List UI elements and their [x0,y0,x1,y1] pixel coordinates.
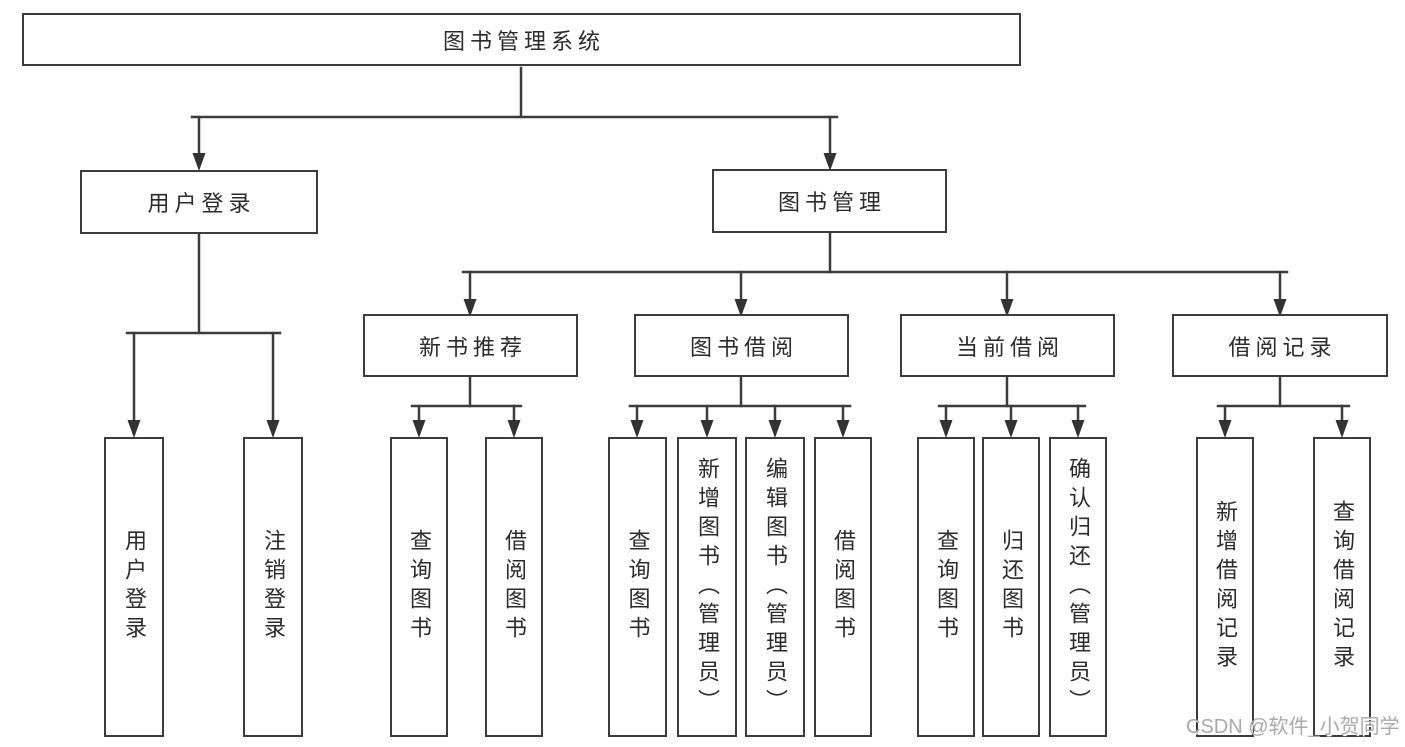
node-current-borrow: 当前借阅 [900,314,1115,377]
node-root-label: 图书管理系统 [442,28,605,54]
leaf-confirm-return-admin: 确认归还（管理员） [1049,437,1107,737]
leaf-add-borrow-record: 新增借阅记录 [1196,437,1254,737]
leaf-borrow-books-newbook: 借阅图书 [485,437,543,737]
arrow-down-icon [507,420,521,438]
arrow-down-icon [836,420,850,438]
arrow-down-icon [1000,299,1014,317]
arrow-down-icon [266,420,280,438]
leaf-query-books-current: 查询图书 [917,437,975,737]
leaf-user-login-label: 用户登录 [122,529,147,645]
leaf-query-borrow-record: 查询借阅记录 [1313,437,1371,737]
arrow-down-icon [1273,299,1287,317]
node-borrow-record-label: 借阅记录 [1228,334,1337,360]
leaf-edit-books-admin-label: 编辑图书（管理员） [763,456,788,718]
leaf-return-books: 归还图书 [982,437,1040,737]
arrow-down-icon [700,420,714,438]
leaf-edit-books-admin: 编辑图书（管理员） [745,437,805,737]
leaf-query-books-current-label: 查询图书 [934,529,959,645]
csdn-watermark: CSDN @软件_小贺同学 [1186,716,1400,738]
leaf-add-borrow-record-label: 新增借阅记录 [1213,500,1238,674]
arrow-down-icon [463,299,477,317]
node-book-management-label: 图书管理 [777,190,886,215]
leaf-user-login: 用户登录 [104,437,164,737]
leaf-query-books-newbook: 查询图书 [390,437,448,737]
arrow-down-icon [734,299,748,317]
leaf-query-books-newbook-label: 查询图书 [407,529,432,645]
leaf-borrow-books-newbook-label: 借阅图书 [502,529,527,645]
node-user-login: 用户登录 [80,170,318,234]
node-borrow-record: 借阅记录 [1172,314,1388,377]
leaf-add-books-admin: 新增图书（管理员） [677,437,737,737]
node-book-borrow-label: 图书借阅 [689,334,798,360]
arrow-down-icon [412,420,426,438]
arrow-down-icon [939,420,953,438]
arrow-down-icon [192,153,206,171]
node-book-management: 图书管理 [712,169,947,233]
leaf-query-books-borrow-label: 查询图书 [625,529,651,645]
node-root-system: 图书管理系统 [22,13,1021,66]
leaf-query-books-borrow: 查询图书 [608,437,667,737]
arrow-down-icon [768,420,782,438]
node-new-book-recommend-label: 新书推荐 [418,334,527,360]
leaf-return-books-label: 归还图书 [999,529,1024,645]
leaf-confirm-return-admin-label: 确认归还（管理员） [1066,456,1091,718]
leaf-borrow-books-label: 借阅图书 [831,529,856,645]
leaf-logout-label: 注销登录 [261,529,286,645]
arrow-down-icon [127,420,141,438]
arrow-down-icon [1218,420,1232,438]
arrow-down-icon [1071,420,1085,438]
leaf-add-books-admin-label: 新增图书（管理员） [695,456,720,718]
arrow-down-icon [630,420,644,438]
node-user-login-label: 用户登录 [147,191,256,216]
node-current-borrow-label: 当前借阅 [955,334,1064,360]
arrow-down-icon [823,153,837,171]
leaf-borrow-books: 借阅图书 [814,437,872,737]
leaf-logout: 注销登录 [243,437,303,737]
arrow-down-icon [1335,420,1349,438]
node-new-book-recommend: 新书推荐 [363,314,578,377]
arrow-down-icon [1004,420,1018,438]
leaf-query-borrow-record-label: 查询借阅记录 [1330,500,1355,674]
node-book-borrow: 图书借阅 [634,314,849,377]
